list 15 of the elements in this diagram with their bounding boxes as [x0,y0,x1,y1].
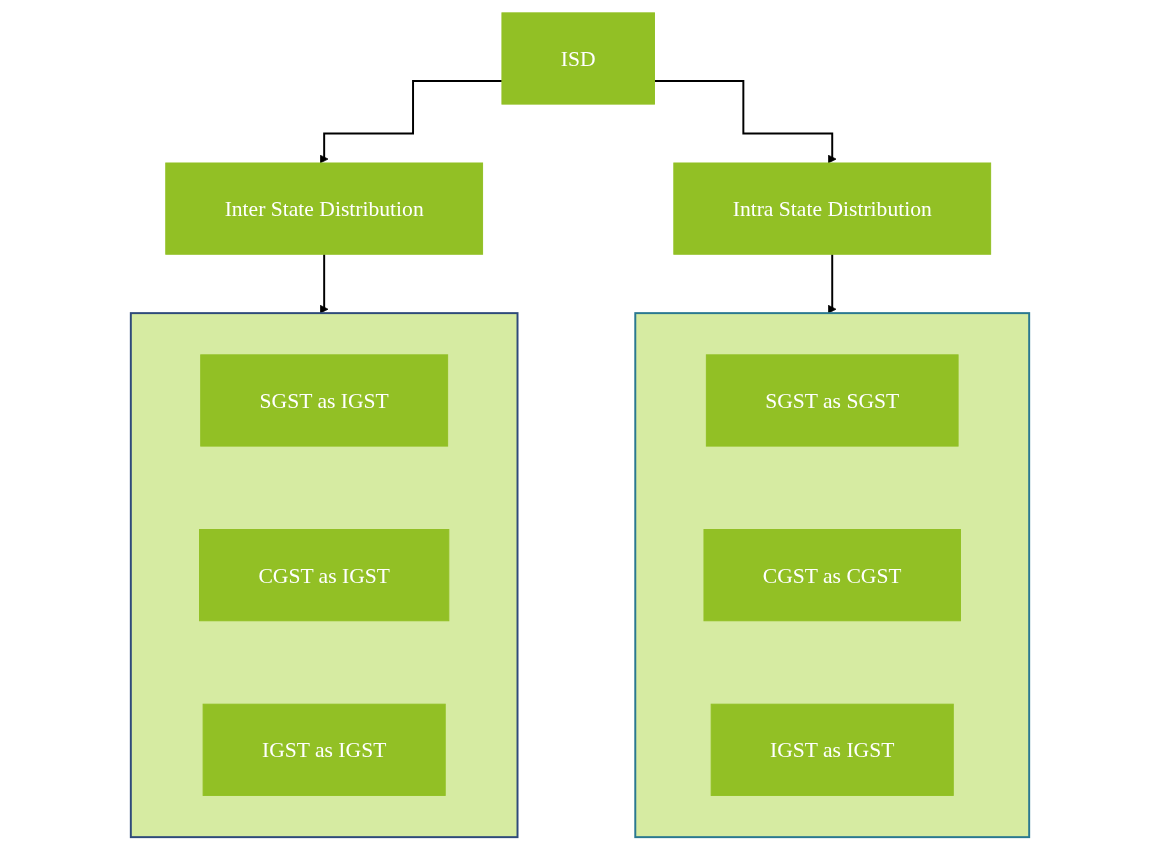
arrow [653,79,837,163]
node-box: IGST as IGST [710,703,954,796]
node-box: SGST as SGST [705,353,959,447]
node-box: Intra State Distribution [673,162,992,255]
node-box: Inter State Distribution [165,162,484,255]
cluster [129,311,519,838]
node-box: SGST as IGST [200,353,449,447]
node-box: IGST as IGST [202,703,446,796]
arrow [319,252,329,313]
arrow [827,252,837,313]
arrow [319,79,503,163]
node-box: CGST as CGST [703,528,961,621]
node-box: ISD [501,11,655,105]
node-box: CGST as IGST [199,528,450,621]
cluster [634,311,1031,838]
